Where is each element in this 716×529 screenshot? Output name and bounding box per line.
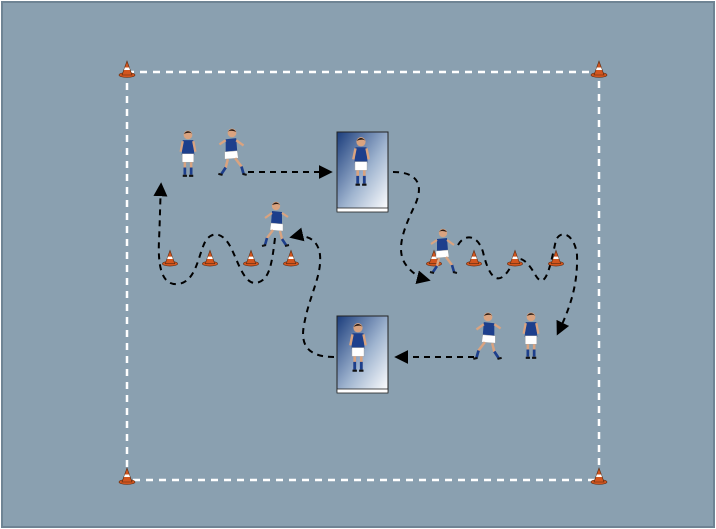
goal-base bbox=[337, 208, 388, 212]
goal-base bbox=[337, 389, 388, 393]
